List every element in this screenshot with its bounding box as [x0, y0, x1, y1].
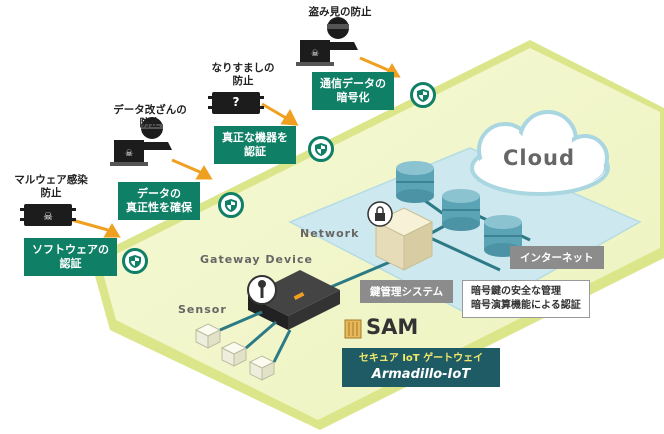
gateway-device [248, 270, 340, 330]
protection-software-auth: ソフトウェアの 認証 [24, 238, 117, 276]
eavesdropper-laptop-icon: ☠ [296, 17, 358, 66]
protection-device-auth: 真正な機器を 認証 [214, 126, 296, 164]
key-management-description: 暗号鍵の安全な管理 暗号演算機能による認証 [462, 280, 590, 318]
server-icon [484, 215, 522, 257]
protection-encryption: 通信データの 暗号化 [312, 72, 394, 110]
sensor-cubes [194, 323, 276, 381]
threat-label-eavesdrop: 盗み見の防止 [308, 6, 372, 18]
shield-icon [218, 192, 244, 218]
key-management-label: 鍵管理システム [360, 280, 454, 303]
svg-text:☠: ☠ [125, 149, 133, 159]
cloud-label: Cloud [502, 146, 576, 170]
threat-label-tamper: データ改ざんの 防止 [113, 104, 187, 129]
server-icon [442, 189, 480, 231]
sensor-label: Sensor [178, 303, 227, 316]
network-label: Network [300, 227, 360, 240]
internet-label: インターネット [510, 246, 604, 269]
svg-text:☠: ☠ [43, 210, 53, 223]
product-box: セキュア IoT ゲートウェイ Armadillo-IoT [342, 348, 500, 387]
product-subtitle: セキュア IoT ゲートウェイ [358, 353, 484, 364]
svg-text:☠: ☠ [311, 49, 319, 59]
sam-chip-icon [344, 319, 362, 339]
unknown-device-icon [208, 92, 264, 114]
product-name: Armadillo-IoT [371, 367, 471, 382]
unknown-device-mark: ? [232, 95, 240, 109]
threat-label-spoofing: なりすましの 防止 [211, 62, 275, 87]
server-icon [396, 161, 434, 203]
lock-icon [367, 201, 393, 227]
shield-icon [410, 82, 436, 108]
key-icon [247, 275, 277, 305]
cloud-icon [470, 110, 610, 196]
shield-icon [122, 248, 148, 274]
sensor-lines [219, 310, 292, 363]
threat-label-malware: マルウェア感染 防止 [14, 174, 88, 199]
protection-data-integrity: データの 真正性を確保 [118, 182, 200, 220]
shield-icon [308, 136, 334, 162]
gateway-label: Gateway Device [200, 253, 313, 266]
sam-label: SAM [366, 315, 419, 339]
malware-device-icon: ☠ [20, 204, 76, 226]
tamper-laptop-icon: ☠ [110, 117, 172, 166]
